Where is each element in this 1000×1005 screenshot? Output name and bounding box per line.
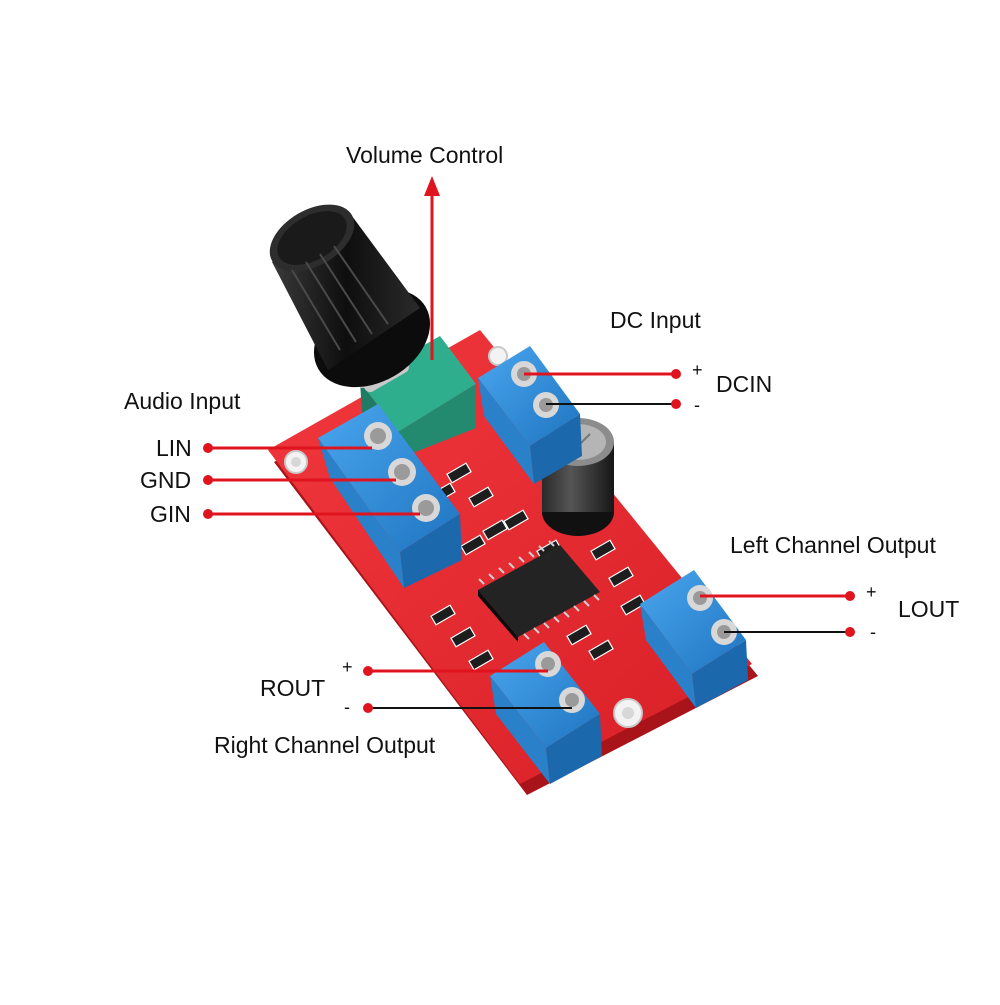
lout-minus-sign: -: [870, 622, 876, 642]
dot-marker-icon: [203, 443, 213, 453]
gin-label: GIN: [150, 501, 191, 527]
arrow-up-icon: [424, 176, 440, 196]
volume-knob: [269, 204, 431, 388]
dot-marker-icon: [845, 627, 855, 637]
gnd-label: GND: [140, 467, 192, 493]
dot-marker-icon: [671, 399, 681, 409]
rout-minus-sign: -: [344, 697, 350, 717]
dot-marker-icon: [203, 475, 213, 485]
audio-input-label: Audio Input: [124, 388, 241, 414]
dot-marker-icon: [203, 509, 213, 519]
lout-plus-sign: +: [866, 582, 877, 602]
amplifier-ic: [478, 540, 600, 642]
rout-label: ROUT: [260, 675, 326, 701]
lin-label: LIN: [156, 435, 192, 461]
dc-input-label: DC Input: [610, 307, 701, 333]
dcin-label: DCIN: [716, 371, 773, 397]
dot-marker-icon: [671, 369, 681, 379]
dcin-minus-sign: -: [694, 395, 700, 415]
volume-control-label: Volume Control: [346, 142, 504, 168]
rout-plus-sign: +: [342, 657, 353, 677]
terminal-block-right-output: [490, 642, 602, 784]
lout-label: LOUT: [898, 596, 960, 622]
leader-lines: [203, 176, 855, 713]
right-channel-output-label: Right Channel Output: [214, 732, 436, 758]
left-channel-output-label: Left Channel Output: [730, 532, 936, 558]
dot-marker-icon: [363, 703, 373, 713]
dcin-plus-sign: +: [692, 360, 703, 380]
dot-marker-icon: [845, 591, 855, 601]
dot-marker-icon: [363, 666, 373, 676]
smd-components: [430, 462, 646, 671]
